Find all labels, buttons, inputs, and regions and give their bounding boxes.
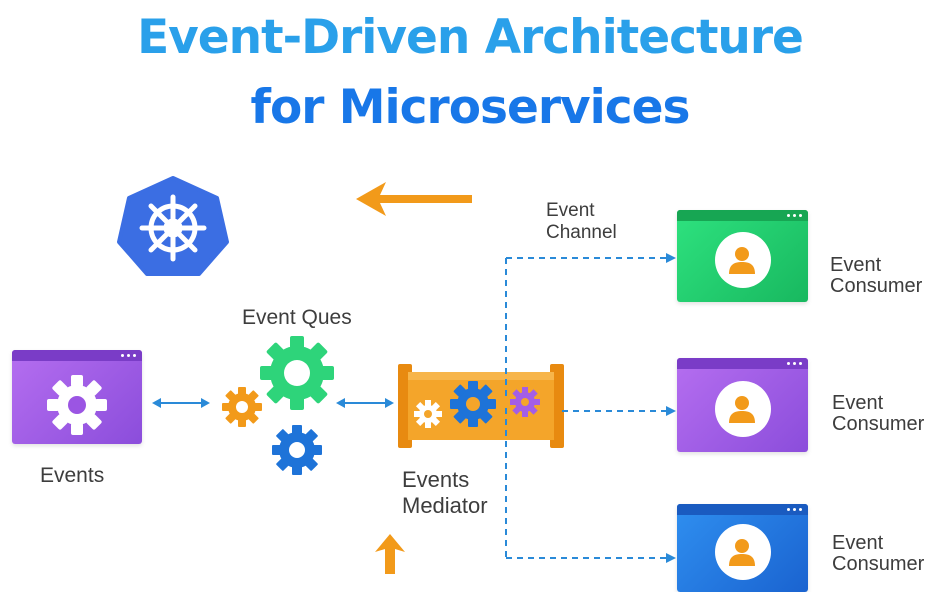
consumer-2-label-line-2: Consumer: [832, 413, 925, 435]
bidirectional-arrow-icon: [152, 398, 210, 408]
consumer-window-2: [677, 358, 808, 452]
gear-icon: [47, 375, 107, 435]
orange-gear-icon: [222, 387, 262, 427]
user-icon: [729, 247, 755, 274]
event-channel-connectors: [505, 253, 676, 563]
mediator-label-line-1: Events: [402, 467, 470, 492]
user-icon: [729, 539, 755, 566]
consumer-1-label-line-1: Event: [830, 254, 882, 276]
mediator-label-line-2: Mediator: [402, 493, 488, 518]
consumer-1-label-line-2: Consumer: [830, 275, 923, 297]
blue-gear-icon: [450, 381, 496, 427]
consumer-3-label-line-2: Consumer: [832, 553, 925, 575]
title-line-2: for Microservices: [250, 80, 691, 135]
bidirectional-arrow-icon: [336, 398, 394, 408]
arrow-up-icon: [375, 534, 405, 574]
channel-label-line-1: Event: [546, 200, 595, 221]
event-queue-label: Event Ques: [242, 306, 352, 329]
consumer-window-3: [677, 504, 808, 592]
arrow-left-icon: [356, 182, 472, 216]
consumer-2-label-line-1: Event: [832, 392, 884, 414]
consumer-3-label-line-1: Event: [832, 532, 884, 554]
title-line-1: Event-Driven Architecture: [137, 10, 804, 65]
blue-gear-icon: [272, 425, 322, 475]
user-icon: [729, 396, 755, 423]
green-gear-icon: [260, 336, 334, 410]
purple-gear-icon: [510, 387, 540, 417]
events-label: Events: [40, 464, 105, 487]
kubernetes-icon: [117, 176, 229, 276]
channel-label-line-2: Channel: [546, 222, 617, 243]
events-window: [12, 350, 142, 444]
white-gear-icon: [414, 400, 442, 428]
consumer-window-1: [677, 210, 808, 302]
